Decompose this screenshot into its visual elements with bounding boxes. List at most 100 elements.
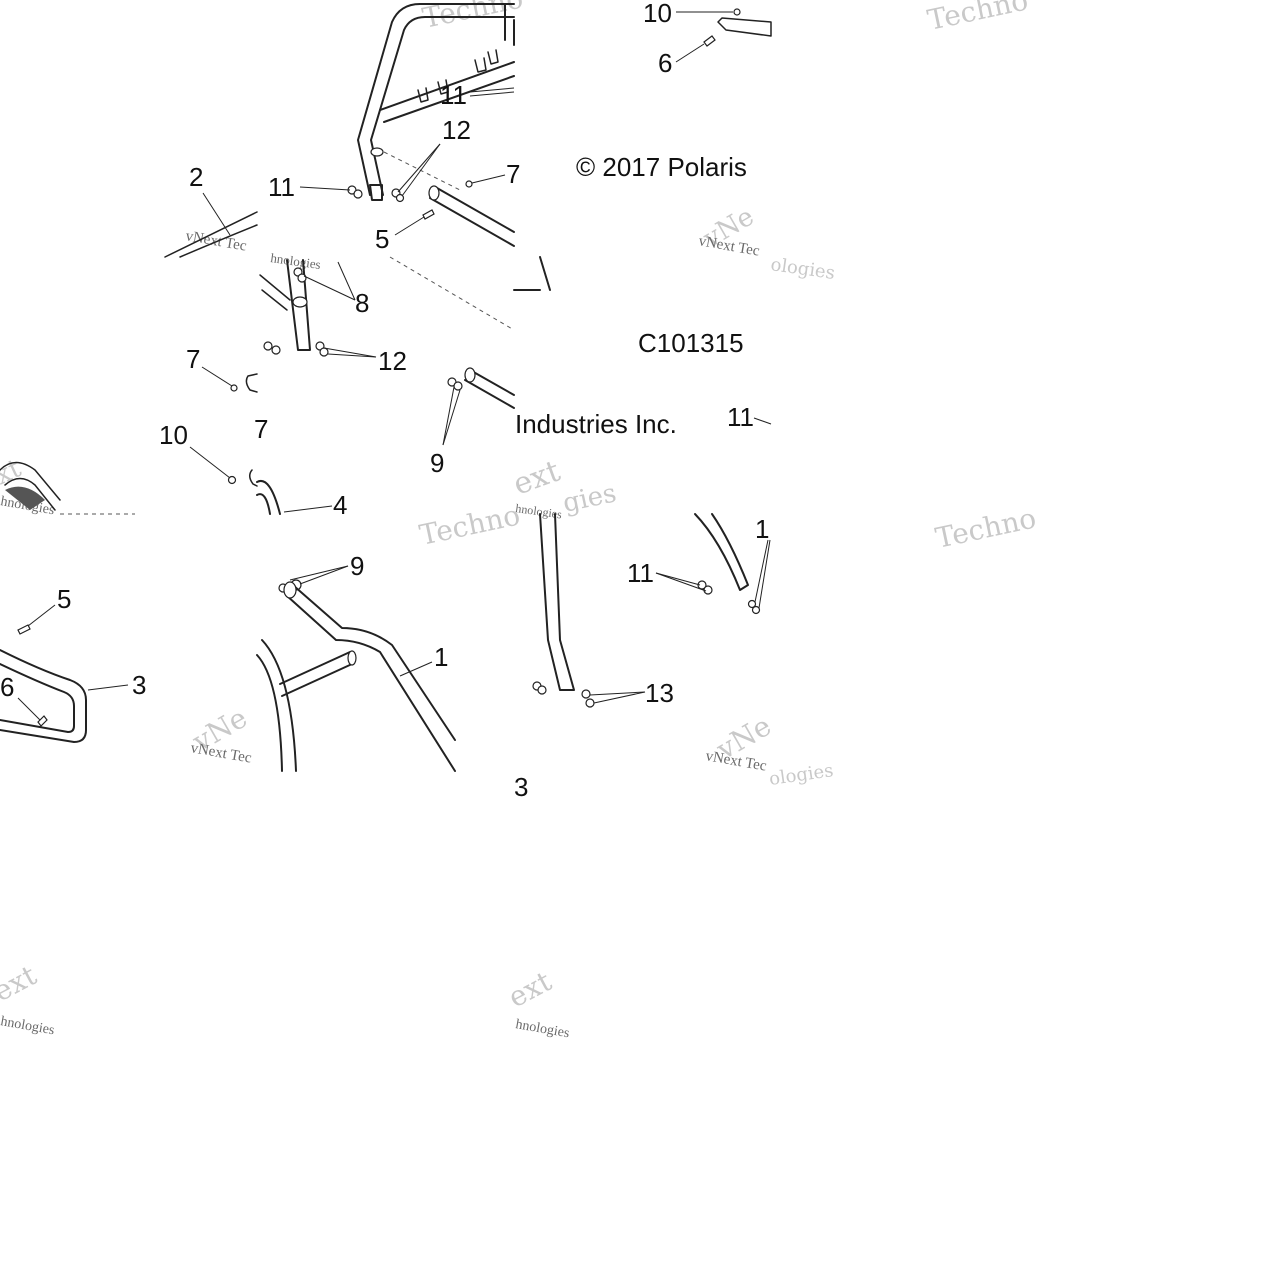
callout-11-right: 11 xyxy=(727,402,754,432)
bolt-11-low-b xyxy=(703,585,713,595)
leader-2 xyxy=(202,192,231,236)
watermark-ext-bottom-mid: ext xyxy=(503,964,558,1014)
tile-left-fragment xyxy=(164,192,258,258)
part-2-outline xyxy=(164,211,258,258)
leader-7-mid xyxy=(201,366,233,387)
watermark-techno-mid: Techno xyxy=(417,498,523,551)
bolt-6-low xyxy=(37,715,48,727)
nut-8-b xyxy=(297,273,307,283)
nut-1-right-a xyxy=(747,599,757,609)
tube-end-7 xyxy=(245,373,258,393)
watermark-gies: gies xyxy=(560,478,619,519)
leader-11-left xyxy=(299,186,351,191)
nut-1-right-b xyxy=(751,605,761,615)
leader-11-low-a xyxy=(655,572,701,586)
watermark-xt-left: xt xyxy=(0,453,26,491)
nut-12-b xyxy=(395,193,405,203)
callout-11-left: 11 xyxy=(268,172,295,202)
callout-labels: 10 6 11 12 11 7 2 5 8 12 7 7 10 9 4 11 5… xyxy=(0,0,769,802)
leader-8-a xyxy=(303,275,356,301)
cab-fragment-outline xyxy=(0,461,61,511)
tile-rollcage-upper xyxy=(299,3,515,247)
rear-mount-arm xyxy=(259,274,291,311)
leader-13-a xyxy=(589,691,646,696)
watermark-script-e: hnologies xyxy=(0,1014,56,1038)
roll-bar-upright xyxy=(504,3,515,46)
watermark-ext-mid: ext xyxy=(509,454,565,503)
watermark-techno-right: Techno xyxy=(933,501,1039,554)
callout-9-low: 9 xyxy=(350,551,364,581)
callout-3-bottom: 3 xyxy=(514,772,528,802)
leader-12-b xyxy=(401,143,441,197)
leader-5-low xyxy=(27,604,56,627)
callout-11-low: 11 xyxy=(627,558,654,588)
bracket-lower-edge xyxy=(513,256,551,291)
alignment-line-a xyxy=(383,151,461,191)
bolt-12-a xyxy=(263,341,273,351)
cab-fragment-shadow xyxy=(5,486,45,510)
bracket-plate xyxy=(717,17,772,37)
watermarks: Techno Techno Techno Techno gies ext vNe… xyxy=(0,0,1039,1041)
bolt-11-b xyxy=(353,189,363,199)
tile-bar-1 xyxy=(256,565,456,772)
bolt-5-top xyxy=(422,209,435,220)
upright-tube-11 xyxy=(694,513,749,591)
crossbar-end xyxy=(347,650,357,666)
nut-10-top xyxy=(733,8,741,16)
watermark-script-i: hnologies xyxy=(270,250,322,272)
tile-bars-13 xyxy=(532,417,772,708)
callout-12-mid: 12 xyxy=(378,346,407,376)
bolt-13-b xyxy=(537,685,547,695)
leader-13-b xyxy=(593,691,646,704)
callout-9-mid: 9 xyxy=(430,448,444,478)
leader-10-mid xyxy=(189,446,231,479)
side-tube-9-end xyxy=(464,367,476,383)
callout-7-mid: 7 xyxy=(186,344,200,374)
bar-1-outer xyxy=(285,594,456,772)
leader-12-mid-b xyxy=(327,353,377,358)
leader-12-a xyxy=(397,143,441,193)
callout-7-edge: 7 xyxy=(254,414,268,444)
bar-1-end xyxy=(283,581,297,599)
leader-6-low xyxy=(17,697,41,721)
leader-6-top xyxy=(675,43,705,63)
leader-9-low-b xyxy=(289,565,349,581)
callout-10-top: 10 xyxy=(643,0,672,28)
callout-1-low: 1 xyxy=(434,642,448,672)
leader-12-mid-a xyxy=(323,347,377,358)
upright-tube-13 xyxy=(539,513,575,691)
leader-1-right-b xyxy=(758,539,771,609)
bar-1-inner xyxy=(293,585,456,741)
tile-rear-bars xyxy=(256,256,515,515)
tile-cab-fragment xyxy=(0,461,135,515)
tube-bushing xyxy=(370,147,384,157)
leader-11-top xyxy=(469,87,515,93)
leader-11-low-b xyxy=(655,572,707,592)
nut-10-mid xyxy=(227,475,237,485)
nut-7-mid xyxy=(230,384,238,392)
callout-11-top: 11 xyxy=(440,80,467,110)
watermark-script-h: hnologies xyxy=(515,501,563,521)
leader-8-b xyxy=(337,261,356,301)
leader-1-right-a xyxy=(754,539,769,603)
mount-tab-upper xyxy=(474,49,499,73)
rear-bushing xyxy=(292,296,308,308)
callout-5-low: 5 xyxy=(57,584,71,614)
leader-9-low-a xyxy=(299,565,349,585)
callout-13: 13 xyxy=(645,678,674,708)
lower-tube-end xyxy=(428,185,440,201)
watermark-ologies-upper: ologies xyxy=(769,254,836,284)
callout-12-top: 12 xyxy=(442,115,471,145)
bolt-5-low xyxy=(17,624,31,635)
watermark-ext-bottom-left: ext xyxy=(0,958,42,1008)
tube-4-section xyxy=(256,479,281,515)
bar-3-inner xyxy=(0,663,75,733)
leader-11-right xyxy=(753,417,772,425)
tube-end-plate xyxy=(369,184,383,201)
clamp-9-b xyxy=(453,381,463,391)
leader-5-top xyxy=(394,216,425,236)
tile-fasteners-left xyxy=(189,366,258,487)
nut-12-d xyxy=(319,347,329,357)
watermark-ologies-lower: ologies xyxy=(768,760,835,790)
